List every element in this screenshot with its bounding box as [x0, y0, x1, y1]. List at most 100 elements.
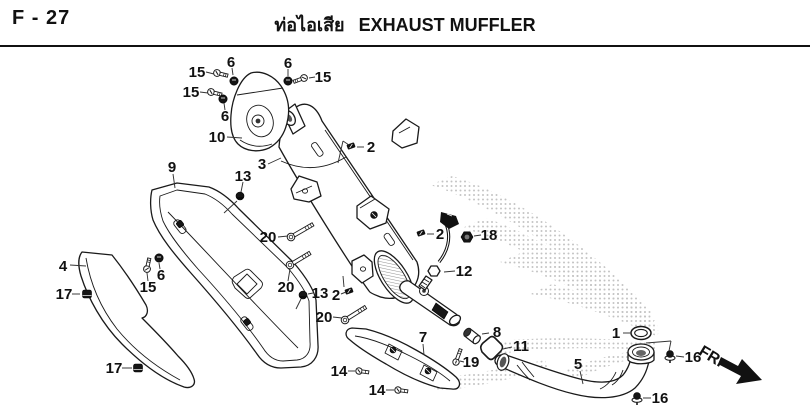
heat-shield [345, 327, 461, 390]
leader-line [308, 76, 316, 79]
callout-part-2: 2 [436, 226, 444, 243]
muffler-lower-bracket [351, 254, 374, 284]
title-thai: ท่อไอเสีย [274, 15, 345, 35]
leader-line [340, 291, 347, 295]
callout-part-6: 6 [157, 267, 165, 284]
muffler-end-cap [230, 71, 290, 152]
nut-icon [154, 253, 164, 263]
dome-nut-icon [664, 350, 676, 363]
leader-line [223, 102, 226, 111]
callout-part-10: 10 [209, 129, 226, 146]
leader-line [223, 200, 238, 214]
callout-part-17: 17 [56, 286, 73, 303]
leader-line [337, 140, 344, 164]
leader-line [226, 136, 243, 139]
page-title: ท่อไอเสีย EXHAUST MUFFLER [0, 10, 810, 39]
fr-arrow-icon [718, 357, 762, 384]
screw-icon [355, 367, 370, 375]
nut-icon [283, 76, 293, 86]
clamp-clip [346, 142, 356, 150]
o2-sensor [418, 212, 459, 291]
pipe-flange [627, 343, 655, 365]
muffler-protector [149, 182, 319, 369]
leader-line [481, 332, 490, 335]
page-code: F - 27 [12, 7, 71, 29]
screw-icon [143, 257, 152, 273]
callout-part-2: 2 [367, 139, 375, 156]
callout-part-6: 6 [227, 54, 235, 71]
nut-icon [229, 76, 239, 86]
callout-part-15: 15 [183, 84, 200, 101]
callout-part-17: 17 [106, 360, 123, 377]
cap-nut-icon [82, 289, 92, 299]
callout-part-5: 5 [574, 356, 582, 373]
leader-line [473, 234, 482, 237]
callout-part-12: 12 [456, 263, 473, 280]
leader-line [69, 264, 87, 267]
callout-part-16: 16 [652, 390, 669, 407]
callout-part-18: 18 [481, 227, 498, 244]
small-bolt-icon [452, 347, 463, 366]
leader-line [231, 67, 234, 76]
grommet-icon [298, 290, 308, 300]
callout-part-8: 8 [493, 324, 501, 341]
leader-line [502, 346, 513, 350]
leader-line [295, 298, 302, 310]
leader-line [158, 262, 161, 270]
muffler-mid-bracket [356, 195, 390, 230]
leader-line [443, 270, 456, 273]
leader-line [287, 268, 291, 282]
exhaust-gasket [479, 335, 504, 361]
leader-line [675, 355, 685, 358]
bolt-icon [286, 222, 315, 242]
leader-line [277, 235, 289, 238]
leader-line [267, 157, 282, 165]
leader-line [205, 71, 215, 75]
callout-part-4: 4 [59, 258, 68, 275]
screw-icon [207, 88, 223, 97]
callout-part-13: 13 [312, 285, 329, 302]
callout-part-20: 20 [260, 229, 277, 246]
leader-line [579, 370, 584, 385]
callout-part-9: 9 [168, 159, 176, 176]
leader-line [146, 272, 149, 282]
clamp-clip [416, 229, 426, 237]
leader-line [240, 181, 244, 193]
clamp-clip [344, 287, 354, 295]
gasket-ring [630, 325, 652, 341]
leader-line [307, 292, 314, 295]
page-header: F - 27 ท่อไอเสีย EXHAUST MUFFLER [0, 0, 810, 47]
muffler-upper-bracket [290, 175, 322, 203]
callout-part-20: 20 [278, 279, 295, 296]
callout-part-13: 13 [235, 168, 252, 185]
leader-line [332, 316, 343, 319]
callout-part-14: 14 [369, 382, 386, 399]
joint-collar [463, 327, 481, 345]
dome-nut-icon [631, 392, 643, 405]
leader-line [172, 173, 176, 189]
callout-part-16: 16 [685, 349, 702, 366]
muffler-hanger-plate [391, 118, 420, 149]
protector-window [231, 268, 263, 299]
sensor-connector [440, 212, 459, 229]
callout-part-14: 14 [331, 363, 348, 380]
callout-part-15: 15 [140, 279, 157, 296]
leader-line [342, 275, 345, 288]
callout-part-19: 19 [463, 354, 480, 371]
leader-line [422, 343, 425, 356]
leader-line [668, 340, 672, 352]
leader-line [459, 360, 465, 363]
title-english: EXHAUST MUFFLER [358, 15, 536, 35]
header-divider [0, 45, 810, 47]
callout-part-7: 7 [419, 329, 427, 346]
bolt-icon [285, 250, 312, 270]
leader-line [199, 91, 209, 94]
cap-nut-icon [133, 363, 143, 373]
muffler-body [278, 103, 462, 327]
nut-icon [218, 94, 228, 104]
callout-part-15: 15 [189, 64, 206, 81]
callout-part-2: 2 [332, 287, 340, 304]
fr-indicator: FR. [696, 343, 762, 384]
